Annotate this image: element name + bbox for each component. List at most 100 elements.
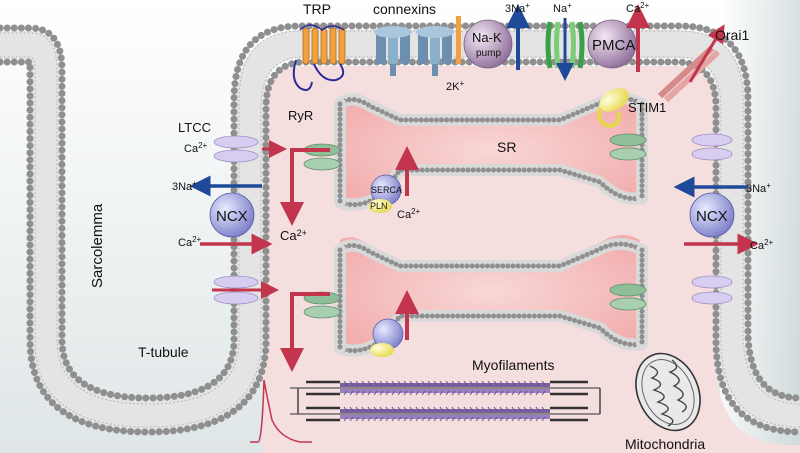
myosin-head-0	[475, 380, 480, 386]
ltcc-channel-lower	[212, 275, 279, 305]
myosin-head-1	[343, 406, 348, 412]
myosin-head-0	[439, 390, 444, 396]
myosin-head-1	[499, 406, 504, 412]
myosin-head-0	[451, 390, 456, 396]
myosin-head-0	[493, 390, 498, 396]
myosin-head-1	[367, 416, 372, 422]
na-channel	[545, 18, 585, 81]
myosin-head-0	[433, 380, 438, 386]
myosin-head-0	[529, 380, 534, 386]
myosin-head-1	[409, 416, 414, 422]
ryr-right-lower	[609, 283, 647, 311]
myosin-head-0	[487, 390, 492, 396]
ltcc-ca-label: Ca2+	[184, 141, 208, 155]
myosin-head-0	[511, 390, 516, 396]
ltcc-channel-upper	[213, 135, 287, 163]
trp-channel	[292, 24, 346, 91]
myosin-head-1	[415, 406, 420, 412]
myosin-head-0	[541, 390, 546, 396]
myosin-head-1	[445, 416, 450, 422]
myosin-head-0	[385, 380, 390, 386]
myosin-head-1	[457, 406, 462, 412]
myosin-head-1	[499, 416, 504, 422]
left-ca-lower-label: Ca2+	[178, 235, 202, 249]
myofilaments	[290, 380, 601, 422]
myosin-head-0	[541, 380, 546, 386]
myosin-head-0	[463, 380, 468, 386]
ncx-right-label: NCX	[696, 208, 728, 225]
myosin-head-0	[403, 390, 408, 396]
myosin-head-1	[517, 416, 522, 422]
myosin-head-0	[505, 390, 510, 396]
myosin-head-1	[511, 416, 516, 422]
myosin-head-0	[469, 380, 474, 386]
myosin-head-1	[505, 406, 510, 412]
stim1-label: STIM1	[628, 100, 666, 115]
left-na-label: 3Na+	[172, 179, 197, 193]
ltcc-label: LTCC	[178, 120, 211, 135]
myosin-head-1	[427, 416, 432, 422]
myosin-head-1	[511, 406, 516, 412]
myosin-head-0	[499, 380, 504, 386]
myosin-head-1	[391, 406, 396, 412]
myosin-head-1	[475, 406, 480, 412]
mitochondria-label: Mitochondria	[625, 436, 705, 452]
myosin-head-0	[433, 390, 438, 396]
ncx-exchanger-right	[673, 176, 759, 255]
myosin-head-1	[541, 406, 546, 412]
myosin-head-0	[415, 380, 420, 386]
myosin-head-0	[349, 390, 354, 396]
myosin-head-0	[343, 390, 348, 396]
membrane-inner-tails	[0, 56, 800, 428]
myosin-head-0	[385, 390, 390, 396]
t-tubule-label: T-tubule	[138, 344, 189, 360]
myosin-head-0	[427, 380, 432, 386]
myosin-head-0	[451, 380, 456, 386]
myosin-head-0	[349, 380, 354, 386]
trp-label: TRP	[303, 1, 331, 17]
myofilaments-label: Myofilaments	[472, 357, 554, 373]
myosin-head-1	[403, 416, 408, 422]
myosin-head-1	[433, 416, 438, 422]
myosin-head-1	[349, 406, 354, 412]
myosin-head-0	[469, 390, 474, 396]
myosin-head-0	[505, 380, 510, 386]
sr-membrane-bottom-0	[337, 167, 645, 208]
myosin-head-1	[403, 406, 408, 412]
myosin-head-0	[475, 390, 480, 396]
myosin-head-1	[421, 416, 426, 422]
na-k-pump	[456, 4, 530, 70]
myosin-head-0	[361, 390, 366, 396]
myosin-head-0	[517, 390, 522, 396]
pmca-ca-label: Ca2+	[626, 1, 650, 15]
na-k-pump-label-2: pump	[476, 48, 501, 59]
myosin-head-1	[523, 416, 528, 422]
myosin-head-1	[481, 406, 486, 412]
myosin-head-0	[343, 380, 348, 386]
myosin-head-0	[445, 380, 450, 386]
sr-membrane-top-1	[337, 241, 645, 269]
myosin-head-1	[361, 406, 366, 412]
myosin-head-0	[535, 380, 540, 386]
na-channel-label: Na+	[553, 1, 572, 15]
myosin-head-1	[421, 406, 426, 412]
myosin-head-1	[367, 406, 372, 412]
myosin-head-0	[409, 390, 414, 396]
membrane-inner-heads	[0, 58, 800, 436]
myosin-head-1	[433, 406, 438, 412]
right-ca-label: Ca2+	[750, 238, 774, 252]
orai1-label: Orai1	[715, 27, 749, 43]
myosin-head-0	[499, 390, 504, 396]
myosin-head-1	[523, 406, 528, 412]
myosin-head-0	[523, 390, 528, 396]
myosin-head-0	[379, 380, 384, 386]
myosin-head-0	[463, 390, 468, 396]
myosin-head-0	[487, 380, 492, 386]
myosin-head-0	[361, 380, 366, 386]
ltcc-right-upper	[691, 133, 733, 161]
myosin-head-1	[427, 406, 432, 412]
myosin-head-0	[439, 380, 444, 386]
orai1-channel	[657, 24, 725, 103]
myosin-head-0	[511, 380, 516, 386]
